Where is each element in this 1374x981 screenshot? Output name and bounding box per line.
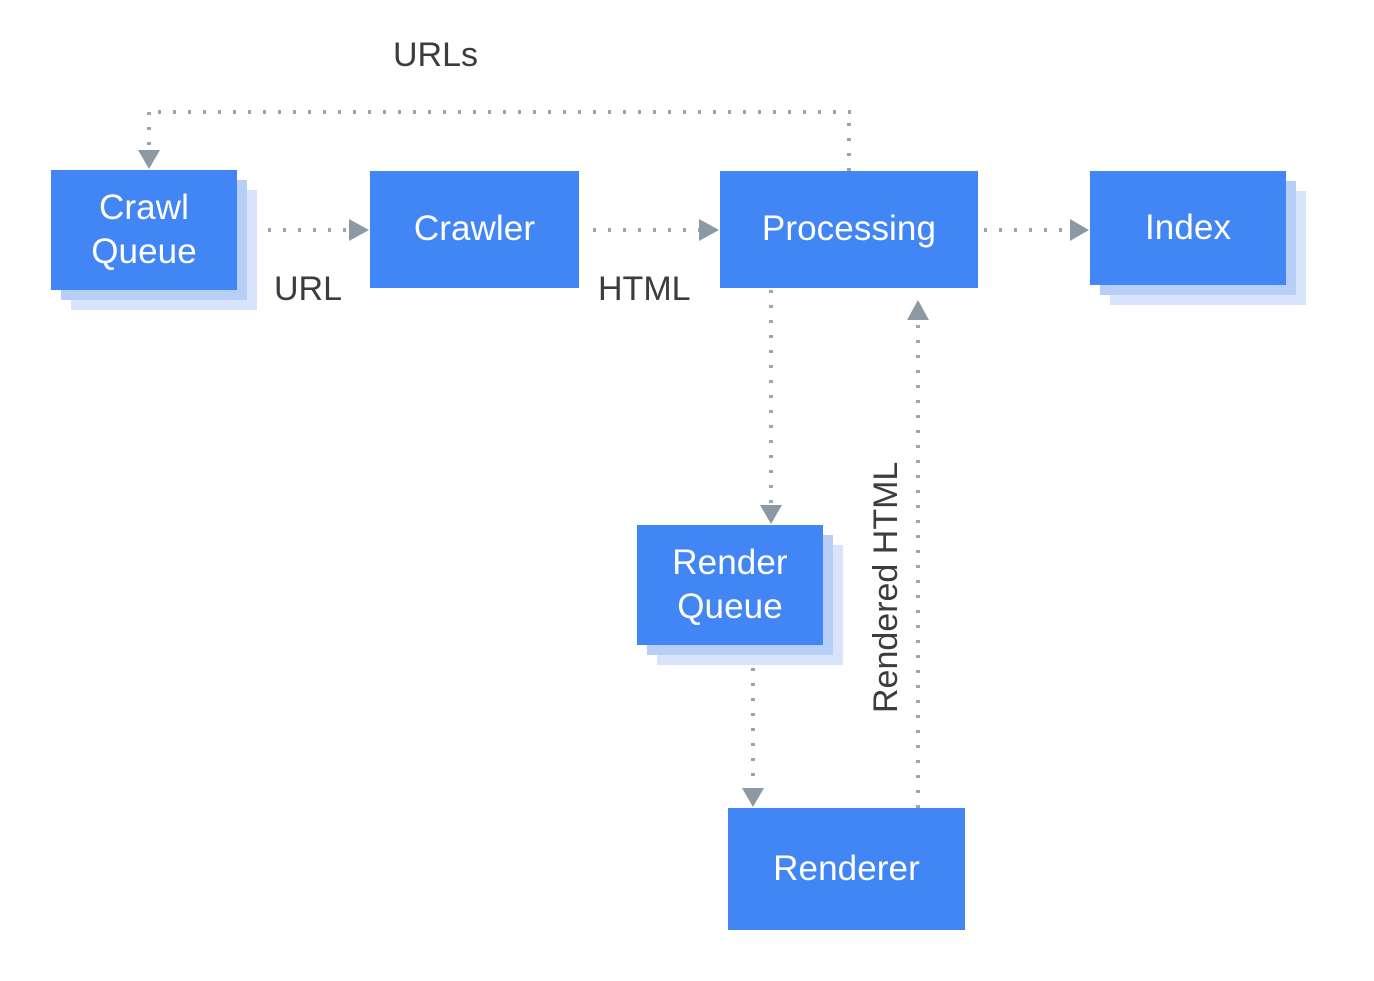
node-crawler[interactable]: Crawler [370, 171, 579, 288]
node-renderer[interactable]: Renderer [728, 808, 965, 930]
node-face: Renderer [728, 808, 965, 930]
edge-renderer-to-processing [907, 300, 929, 808]
node-label-renderer: Renderer [773, 848, 920, 888]
node-face: Processing [720, 171, 978, 288]
node-processing[interactable]: Processing [720, 171, 978, 288]
node-label-render-queue: Render Queue [672, 542, 788, 626]
arrowhead-processing-left [699, 219, 719, 241]
edge-render-queue-to-renderer [742, 668, 764, 807]
node-label-index: Index [1144, 207, 1232, 247]
arrowhead-processing-bottom [907, 300, 929, 320]
arrowhead-crawl-queue [138, 150, 160, 169]
arrowhead-renderer [742, 788, 764, 807]
node-label-crawler: Crawler [413, 209, 536, 249]
node-face: Index [1090, 171, 1286, 285]
edge-label-html: HTML [598, 270, 691, 308]
edge-crawlqueue-to-crawler [253, 219, 369, 241]
arrowhead-render-queue [760, 505, 782, 524]
edge-crawler-to-processing [593, 219, 719, 241]
node-crawl-queue[interactable]: Crawl Queue [51, 170, 257, 310]
arrowhead-index [1070, 219, 1089, 241]
node-face: Crawler [370, 171, 579, 288]
edge-urls-feedback [138, 110, 851, 171]
node-index[interactable]: Index [1090, 171, 1306, 305]
edge-processing-to-index [984, 219, 1089, 241]
edge-label-urls: URLs [393, 36, 479, 74]
node-render-queue[interactable]: Render Queue [637, 525, 843, 665]
arrowhead-crawler [349, 219, 369, 241]
node-label-processing: Processing [761, 209, 937, 249]
node-face: Render Queue [637, 525, 823, 645]
edge-label-url: URL [274, 270, 343, 308]
node-face: Crawl Queue [51, 170, 237, 290]
node-label-crawl-queue: Crawl Queue [91, 187, 197, 271]
edge-label-rendered-html: Rendered HTML [867, 461, 905, 713]
edge-processing-to-render-queue [760, 290, 782, 524]
